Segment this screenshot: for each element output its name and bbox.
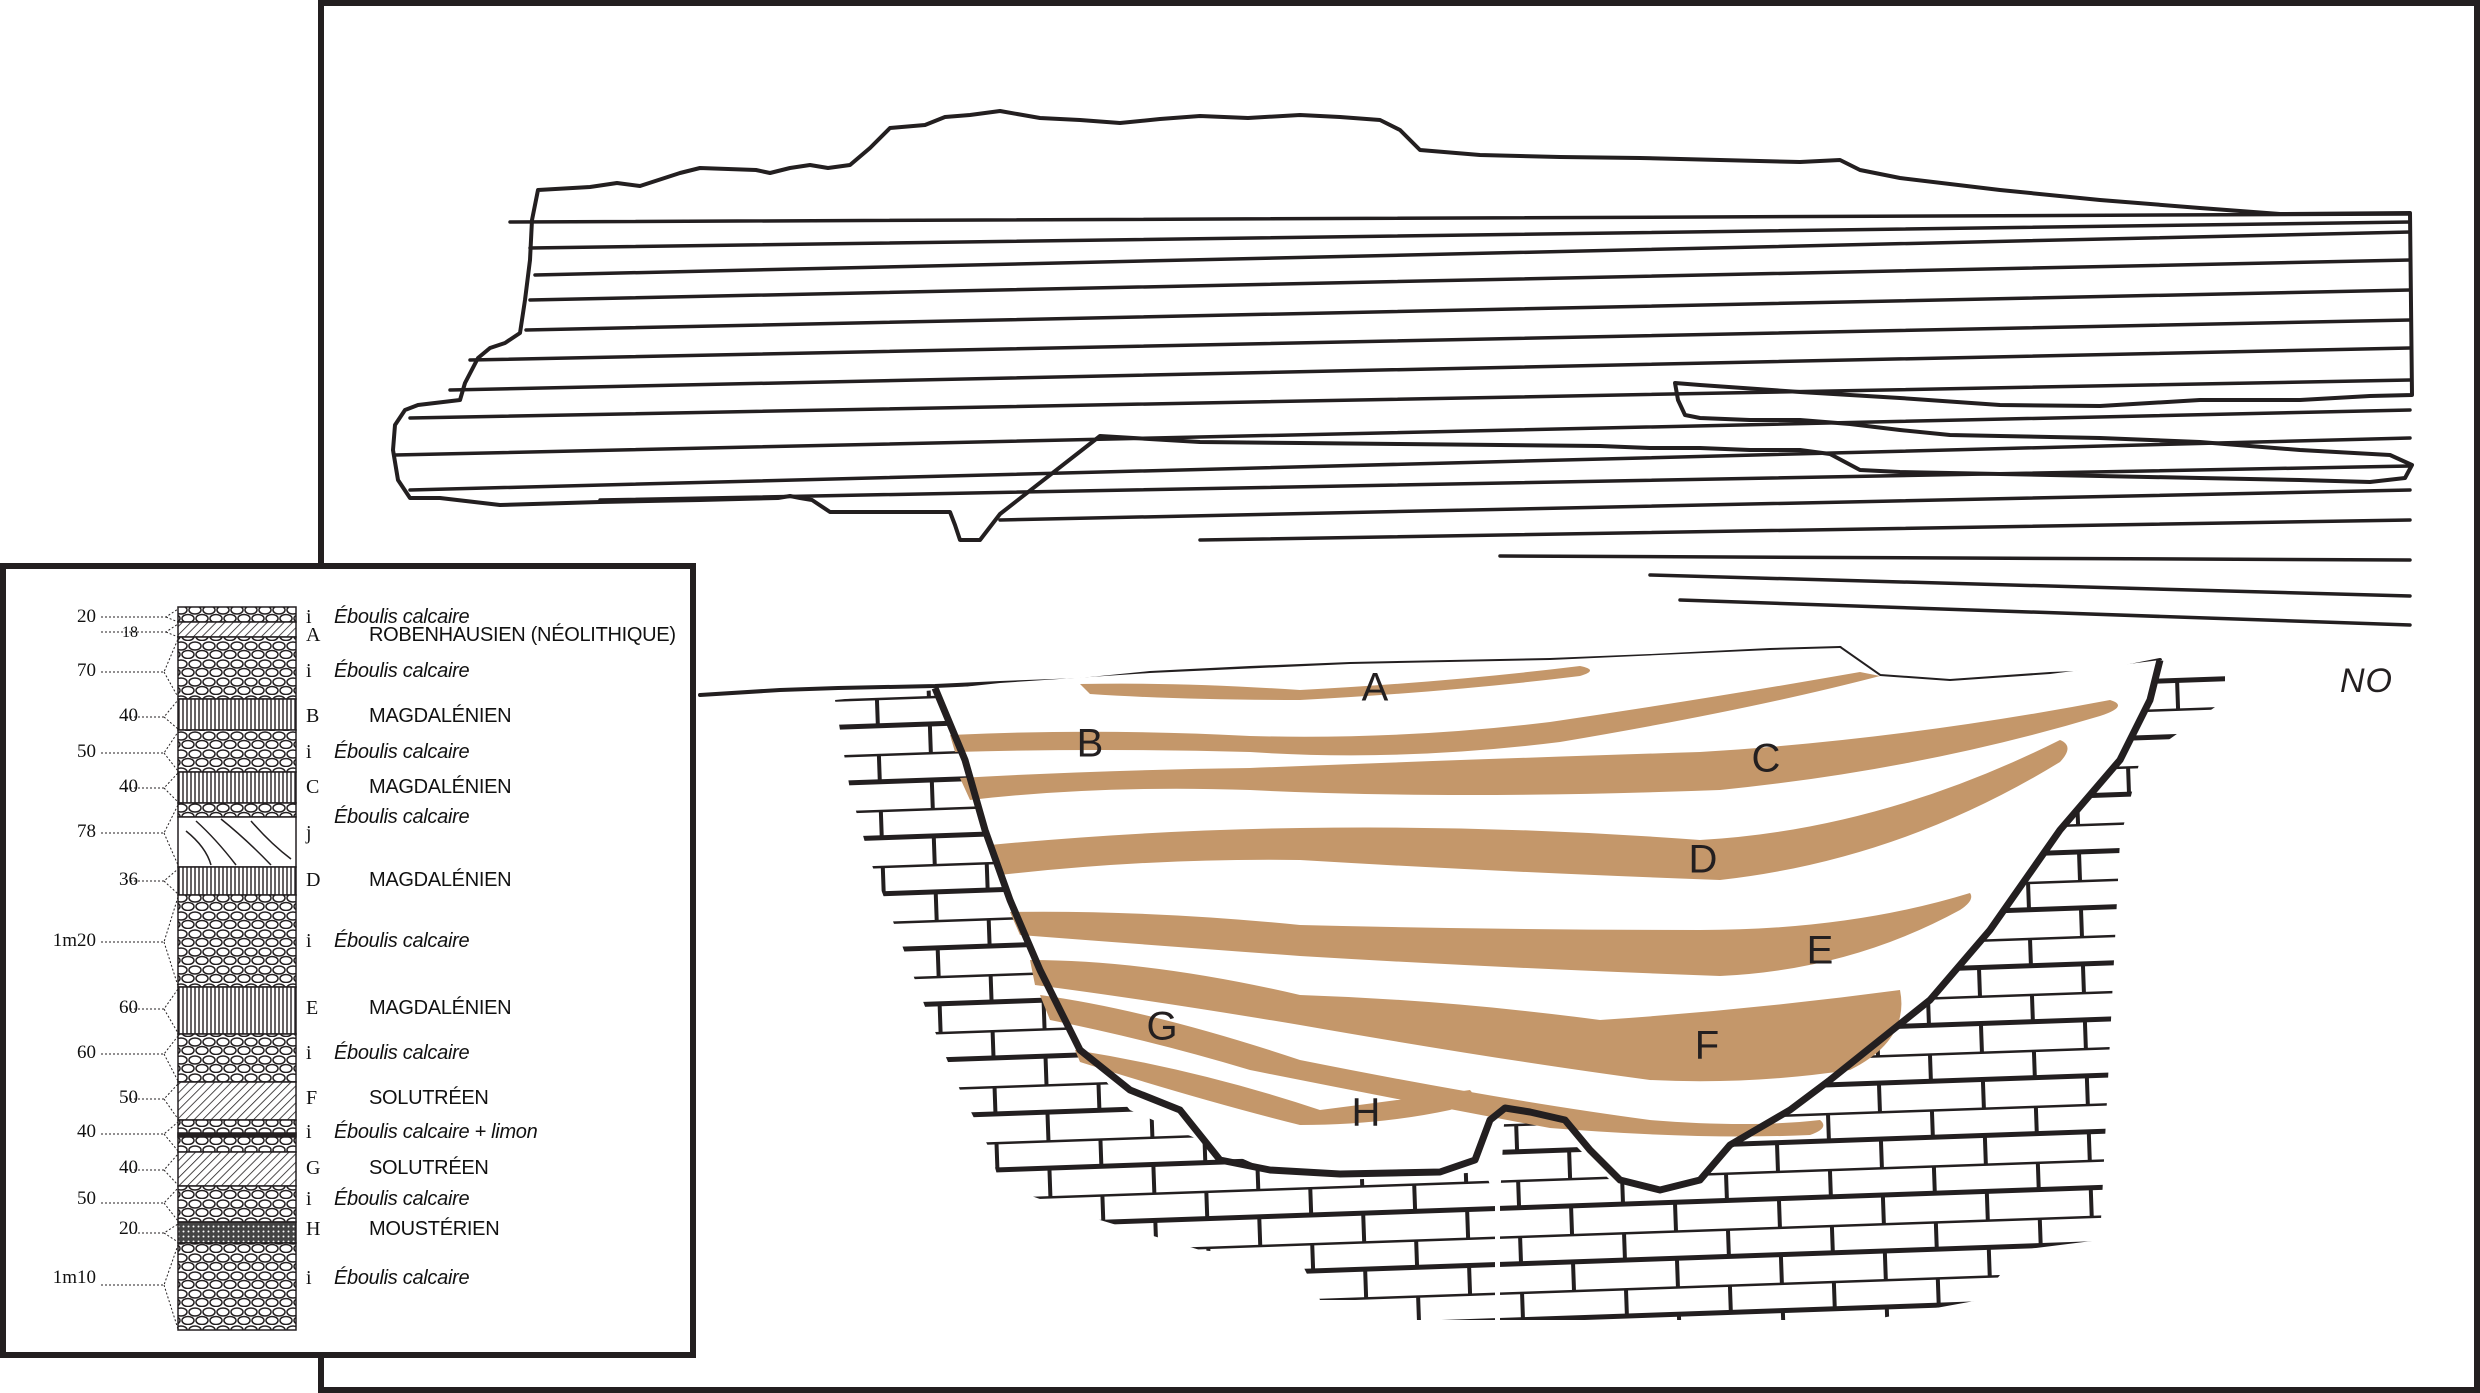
- layer-code: i: [306, 660, 312, 682]
- layer-culture: MOUSTÉRIEN: [369, 1218, 500, 1240]
- layer-thickness: 18: [122, 624, 138, 641]
- layer-thickness: 50: [77, 1188, 96, 1209]
- layer-thickness: 20: [119, 1218, 138, 1239]
- layer-code: A: [306, 624, 321, 646]
- layer-code: G: [306, 1157, 321, 1179]
- layer-code: i: [306, 1042, 312, 1064]
- layer-thickness: 40: [119, 1157, 138, 1178]
- layer-code: C: [306, 776, 320, 798]
- layer-description: Éboulis calcaire: [334, 741, 470, 763]
- layer-code: i: [306, 741, 312, 763]
- deposit-layer-G: [1040, 995, 1824, 1137]
- layer-culture: SOLUTRÉEN: [369, 1087, 489, 1109]
- layer-culture: MAGDALÉNIEN: [369, 997, 512, 1019]
- layer-code: i: [306, 606, 312, 628]
- layer-thickness: 1m20: [52, 930, 96, 951]
- layer-description: Éboulis calcaire: [334, 806, 470, 828]
- layer-culture: MAGDALÉNIEN: [369, 705, 512, 727]
- layer-thickness: 60: [77, 1042, 96, 1063]
- layer-thickness: 70: [77, 660, 96, 681]
- layer-thickness: 20: [77, 606, 96, 627]
- layer-code: i: [306, 930, 312, 952]
- layer-culture: SOLUTRÉEN: [369, 1157, 489, 1179]
- layer-description: Éboulis calcaire: [334, 606, 470, 628]
- orientation-label: NO: [2340, 662, 2393, 700]
- layer-code: F: [306, 1087, 318, 1109]
- layer-description: Éboulis calcaire: [334, 1042, 470, 1064]
- layer-thickness: 60: [119, 997, 138, 1018]
- deposit-label-g: G: [1146, 1004, 1178, 1049]
- deposit-label-f: F: [1694, 1023, 1720, 1068]
- layer-culture: MAGDALÉNIEN: [369, 869, 512, 891]
- layer-thickness: 40: [119, 776, 138, 797]
- layer-thickness: 40: [77, 1121, 96, 1142]
- layer-code: H: [306, 1218, 321, 1240]
- layer-thickness: 50: [119, 1087, 138, 1108]
- deposit-layer-C: [960, 700, 2118, 800]
- layer-code: i: [306, 1188, 312, 1210]
- deposit-label-h: H: [1351, 1090, 1381, 1135]
- deposit-label-b: B: [1076, 721, 1104, 766]
- cave-wall: [931, 659, 2164, 1194]
- deposit-layer-H: [1075, 1050, 1473, 1125]
- stratigraphic-column: [101, 606, 297, 1331]
- layer-description: Éboulis calcaire: [334, 660, 470, 682]
- deposit-layer-D: [990, 740, 2068, 880]
- layer-culture: ROBENHAUSIEN (NÉOLITHIQUE): [369, 624, 676, 646]
- bedding-lines: [393, 212, 2412, 627]
- deposit-label-e: E: [1806, 928, 1834, 973]
- layer-thickness: 50: [77, 741, 96, 762]
- stratigraphic-column-legend: 20 i Éboulis calcaire 18 A ROBENHAUSIEN …: [0, 563, 696, 1358]
- layer-culture: MAGDALÉNIEN: [369, 776, 512, 798]
- layer-description: Éboulis calcaire: [334, 930, 470, 952]
- deposit-layers: [950, 666, 2118, 1137]
- layer-description: Éboulis calcaire: [334, 1267, 470, 1289]
- layer-code: E: [306, 997, 319, 1019]
- layer-code: B: [306, 705, 320, 727]
- layer-thickness: 1m10: [52, 1267, 96, 1288]
- layer-description: Éboulis calcaire: [334, 1188, 470, 1210]
- deposit-layer-F: [1030, 960, 1902, 1082]
- layer-code: D: [306, 869, 321, 891]
- layer-thickness: 36: [119, 869, 138, 890]
- deposit-label-d: D: [1688, 837, 1718, 882]
- layer-code: i: [306, 1267, 312, 1289]
- layer-code: j: [306, 822, 312, 844]
- deposit-layer-A: [1080, 666, 1590, 700]
- deposit-layer-B: [950, 672, 1880, 756]
- layer-thickness: 78: [77, 821, 96, 842]
- layer-code: i: [306, 1121, 312, 1143]
- deposit-label-a: A: [1361, 665, 1389, 710]
- layer-description: Éboulis calcaire + limon: [334, 1121, 538, 1143]
- deposit-layer-E: [1010, 893, 1972, 976]
- layer-thickness: 40: [119, 705, 138, 726]
- deposit-label-c: C: [1751, 736, 1781, 781]
